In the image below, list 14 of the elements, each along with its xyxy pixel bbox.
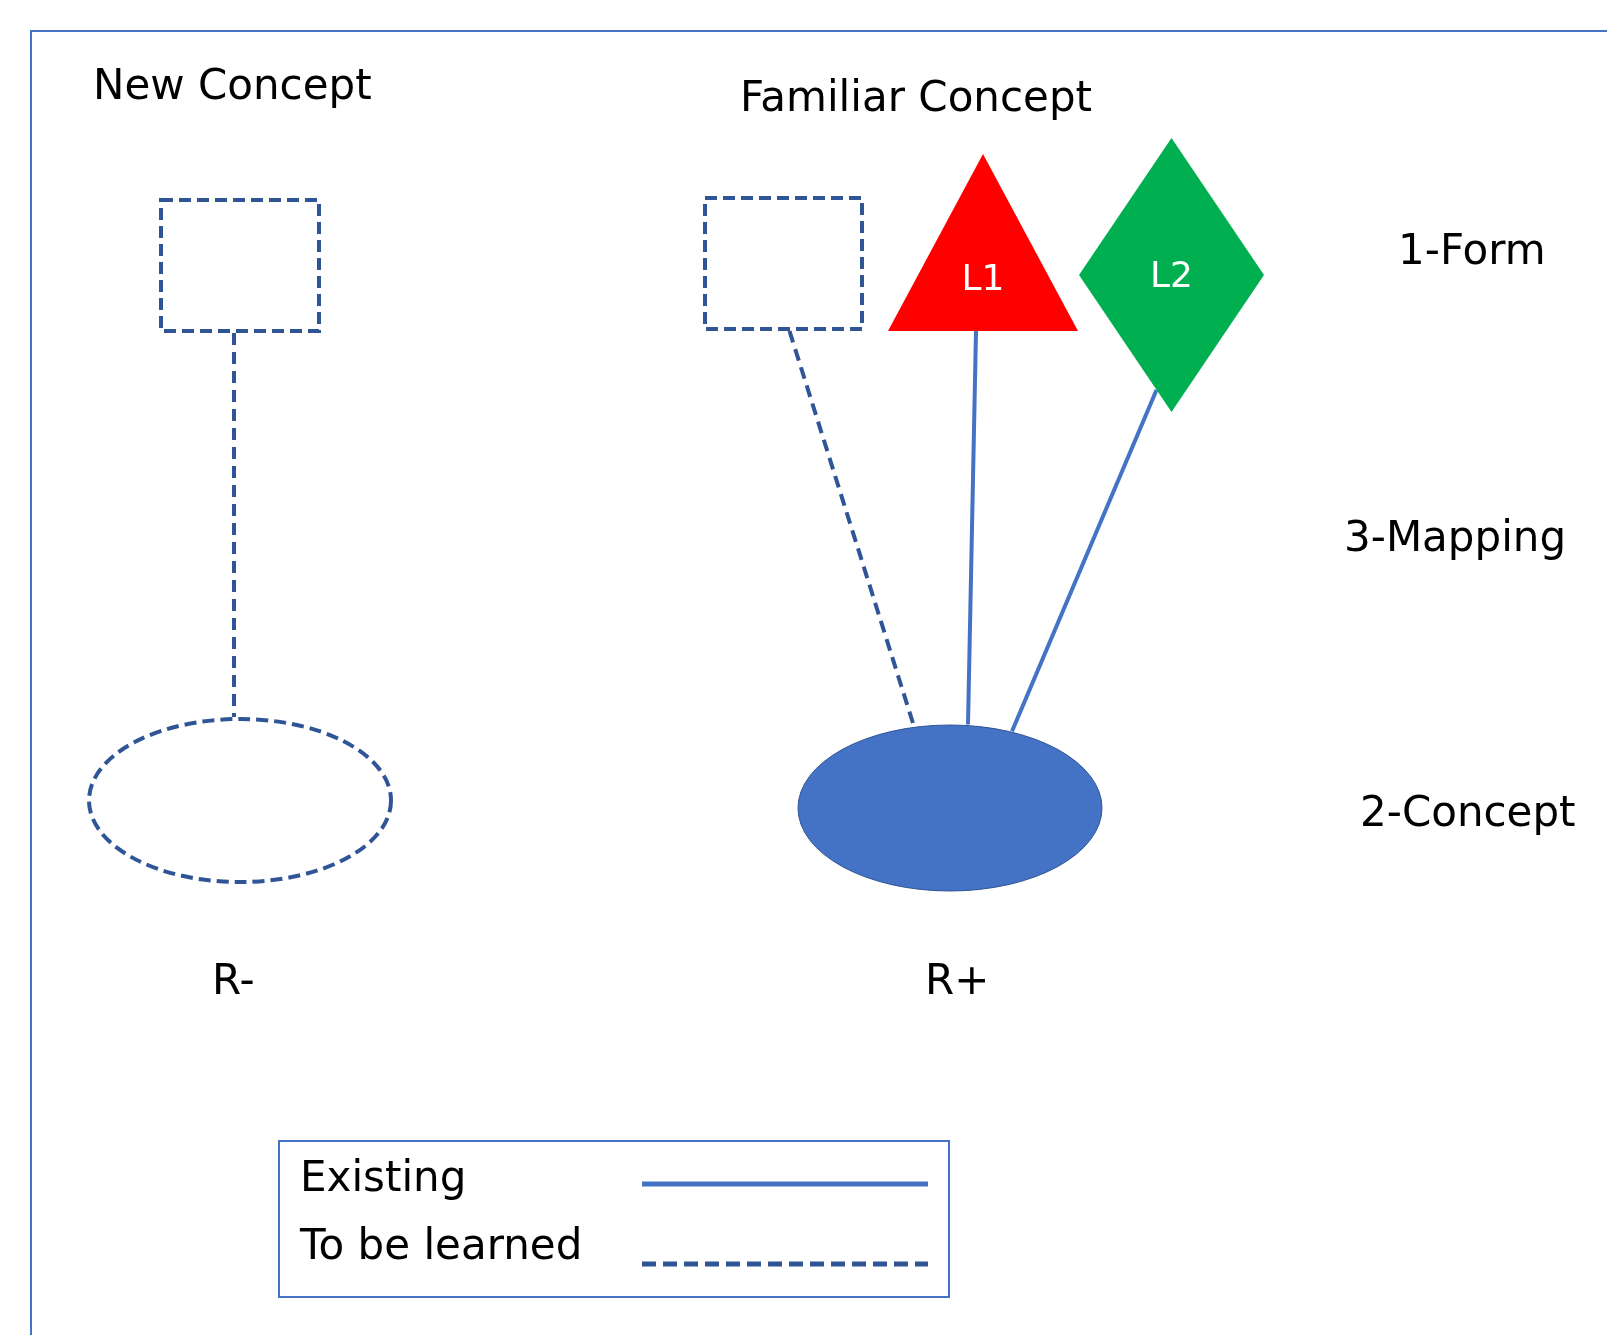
legend-text: Existing xyxy=(300,1152,467,1203)
column-heading: New Concept xyxy=(93,60,372,111)
connector-line xyxy=(1010,389,1159,732)
level-label: 3-Mapping xyxy=(1344,512,1567,563)
legend-text: To be learned xyxy=(300,1220,583,1271)
column-heading: Familiar Concept xyxy=(740,72,1093,123)
connector-line xyxy=(966,330,978,725)
node-caption: R+ xyxy=(925,955,990,1006)
level-label: 1-Form xyxy=(1398,225,1546,276)
shape-label: L2 xyxy=(1150,257,1193,293)
dashed-line xyxy=(232,333,236,718)
shape-label: L1 xyxy=(961,259,1005,296)
level-label: 2-Concept xyxy=(1360,787,1576,838)
node-caption: R- xyxy=(212,955,255,1006)
